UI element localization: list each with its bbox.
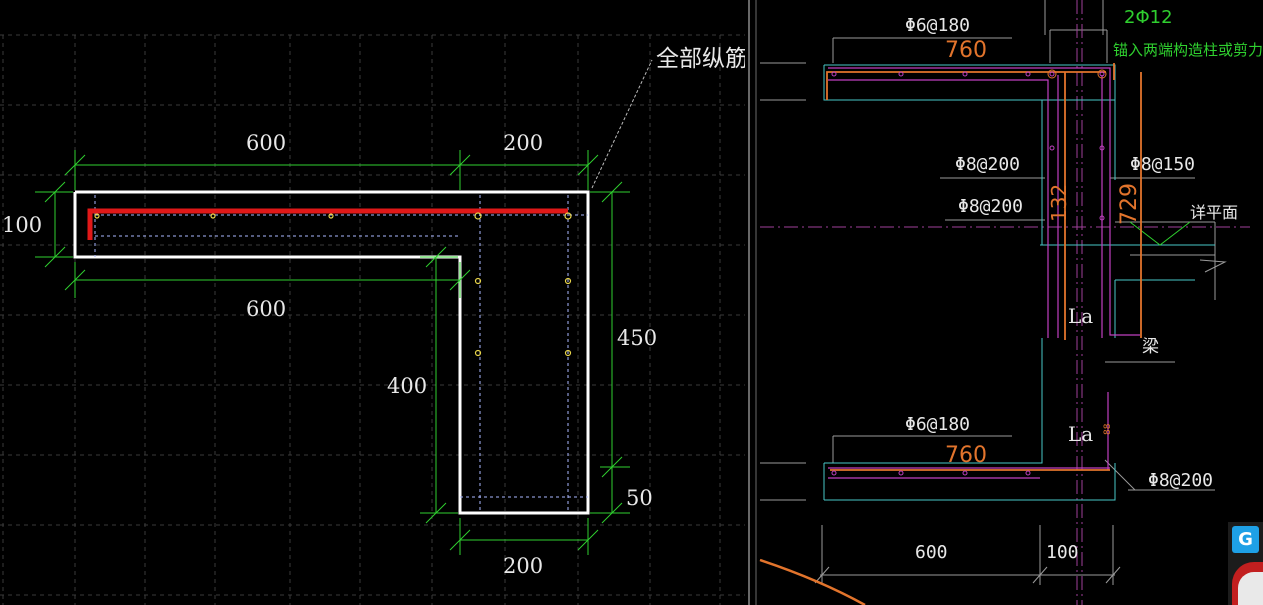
left-stirrup-label-2: Φ8@200 — [958, 196, 1023, 217]
right-section: 2Φ12 锚入两端构造柱或剪力墙内 Φ6@180 760 Φ8@200 Φ8@2… — [759, 0, 1263, 605]
bottom-dim-100: 100 — [1046, 542, 1079, 563]
bottom-stirrup-label: Φ6@180 — [905, 414, 970, 435]
dim-b-label: 88 — [1103, 423, 1113, 435]
dim-bottom-right: 50 — [626, 486, 653, 510]
left-section: 全部纵筋 600 200 100 600 400 450 50 200 — [0, 34, 748, 605]
detail-label: 详平面 — [1190, 203, 1238, 222]
longitudinal-rebar — [87, 208, 568, 240]
construction-lines — [760, 0, 1227, 585]
stirrups — [828, 67, 1140, 479]
bottom-dim-600: 600 — [915, 542, 948, 563]
dim-left-height: 100 — [2, 213, 42, 237]
note-leader-line — [591, 59, 653, 189]
app-badge[interactable]: G — [1228, 522, 1263, 605]
dim-132: 132 — [1047, 184, 1071, 222]
leader-note: 全部纵筋 — [656, 46, 748, 72]
bottom-leader-label: Φ8@200 — [1148, 470, 1213, 491]
concrete-outline — [823, 64, 1215, 501]
dim-top-left: 600 — [246, 131, 286, 155]
dim-vertical-inner: 400 — [387, 374, 427, 398]
inner-dashed-lines — [94, 195, 588, 513]
rebar-points — [94, 212, 572, 357]
top-stirrup-label: Φ6@180 — [905, 15, 970, 36]
dim-right-height: 450 — [617, 326, 657, 350]
top-rebar-label: 2Φ12 — [1124, 7, 1173, 28]
right-stirrup-label: Φ8@150 — [1130, 154, 1195, 175]
main-bars — [826, 63, 1142, 471]
dim-top-right: 200 — [503, 131, 543, 155]
viewport-dividers — [745, 0, 757, 605]
rebar-dots — [831, 69, 1107, 476]
anchor-note: 锚入两端构造柱或剪力墙内 — [1113, 41, 1263, 59]
dim-bottom: 200 — [503, 554, 543, 578]
section-outline — [73, 190, 590, 515]
top-length-label: 760 — [945, 38, 987, 63]
background-grid — [0, 34, 745, 605]
dim-729: 729 — [1117, 183, 1142, 225]
bottom-length-label: 760 — [945, 443, 987, 468]
g-logo-icon[interactable]: G — [1232, 526, 1259, 553]
dim-middle: 600 — [246, 297, 286, 321]
left-stirrup-label-1: Φ8@200 — [955, 154, 1020, 175]
beam-label: 梁 — [1142, 337, 1159, 357]
curved-line — [759, 558, 866, 605]
dimension-lines — [35, 150, 630, 555]
badge-inner-shape — [1238, 572, 1263, 605]
axis-lines — [760, 0, 1250, 605]
la-lower: La — [1068, 422, 1093, 446]
la-upper: La — [1068, 304, 1093, 328]
